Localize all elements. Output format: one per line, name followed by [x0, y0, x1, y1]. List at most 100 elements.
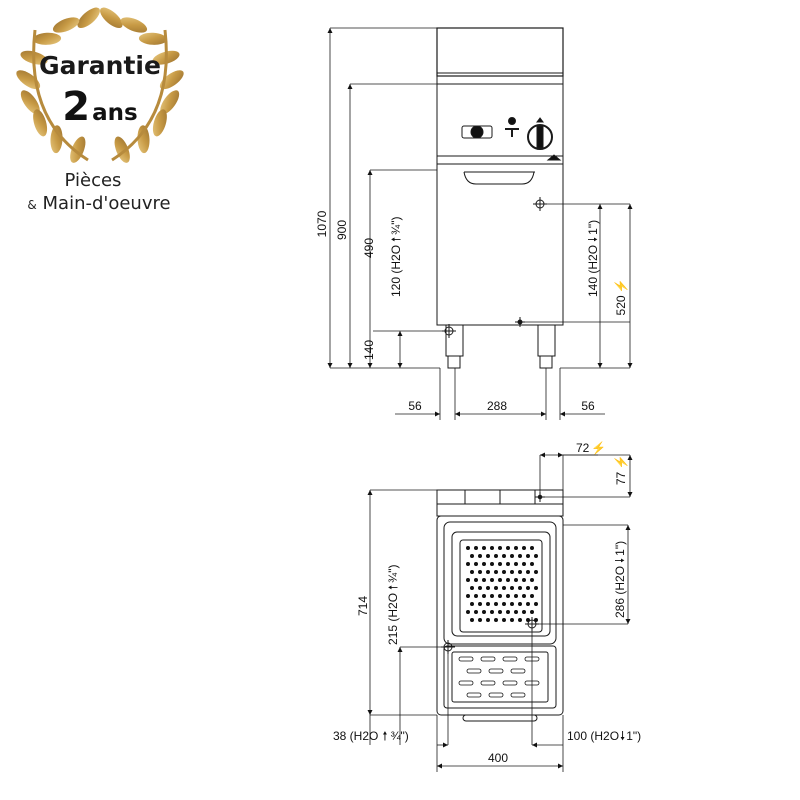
mesh-hole [494, 554, 498, 558]
dimension-arrowhead [625, 525, 631, 530]
mesh-hole [490, 578, 494, 582]
dimension-arrowhead [437, 763, 442, 769]
mesh-hole [474, 594, 478, 598]
mesh-hole [534, 586, 538, 590]
laurel-leaf [16, 70, 41, 90]
arrow-down-icon: 🠗 [586, 237, 600, 242]
dimension-arrowhead [367, 363, 373, 368]
mesh-hole [522, 578, 526, 582]
mesh-hole [486, 586, 490, 590]
dimension-arrowhead [367, 710, 373, 715]
mesh-hole [510, 570, 514, 574]
arrow-up-icon: 🠕 [386, 585, 400, 590]
mesh-hole [530, 610, 534, 614]
dimension-arrowhead [435, 411, 440, 417]
warranty-years-unit: ans [92, 100, 138, 126]
mesh-hole [522, 562, 526, 566]
mesh-hole [470, 570, 474, 574]
mesh-hole [474, 562, 478, 566]
dimension-arrowhead [347, 84, 353, 89]
mesh-hole [526, 586, 530, 590]
mesh-hole [534, 554, 538, 558]
warranty-parts-label: Pièces [64, 170, 122, 191]
mesh-hole [506, 578, 510, 582]
dim-water-outlet-x: 100 (H2O🠗1") [567, 729, 641, 743]
laurel-leaf [70, 136, 86, 163]
mesh-hole [514, 578, 518, 582]
top-water-outlet-marker [525, 617, 539, 631]
drain-slot [488, 668, 504, 674]
front-view-appliance [436, 27, 564, 369]
mesh-hole [518, 554, 522, 558]
mesh-hole [510, 586, 514, 590]
warranty-years-number: 2 [62, 84, 91, 130]
dimension-arrowhead [397, 363, 403, 368]
dim-width: 400 [488, 751, 508, 765]
mesh-hole [470, 586, 474, 590]
mesh-hole [490, 546, 494, 550]
top-water-inlet-marker [441, 640, 455, 654]
mesh-hole [498, 578, 502, 582]
lightning-icon: ⚡ [614, 279, 628, 294]
mesh-hole [506, 546, 510, 550]
mesh-hole [514, 546, 518, 550]
dim-cabinet-height: 490 [362, 238, 376, 258]
lightning-icon: ⚡ [614, 455, 628, 470]
mesh-hole [526, 554, 530, 558]
mesh-hole [530, 594, 534, 598]
mesh-hole [494, 618, 498, 622]
mesh-hole [478, 602, 482, 606]
laurel-leaf [160, 90, 180, 115]
mesh-hole [510, 618, 514, 622]
laurel-leaf [152, 109, 167, 137]
mesh-hole [474, 546, 478, 550]
laurel-leaf [100, 7, 123, 29]
dimension-arrowhead [397, 647, 403, 652]
laurel-leaf [159, 70, 184, 90]
labour-text: Main-d'oeuvre [36, 193, 171, 214]
mesh-hole [498, 546, 502, 550]
top-view-dimensions [369, 454, 631, 772]
mesh-hole [534, 602, 538, 606]
warranty-duration: 2ans [32, 84, 168, 130]
mesh-hole [466, 546, 470, 550]
mesh-hole [530, 562, 534, 566]
dimension-arrowhead [627, 363, 633, 368]
drain-slot [502, 656, 518, 662]
dimension-arrowhead [540, 452, 545, 458]
dimension-arrowhead [455, 411, 460, 417]
drain-slot [466, 668, 482, 674]
mesh-hole [466, 610, 470, 614]
mesh-hole [478, 554, 482, 558]
dim-leg-span: 288 [487, 399, 507, 413]
dim-water-outlet-height: 140 (H2O🠗1") [586, 220, 600, 297]
mesh-hole [526, 570, 530, 574]
dim-electric-height: 520⚡ [614, 279, 628, 316]
mesh-hole [494, 570, 498, 574]
laurel-leaf [52, 17, 80, 33]
laurel-leaf [77, 7, 100, 29]
dimension-arrowhead [532, 742, 537, 748]
mesh-hole [482, 578, 486, 582]
dimension-arrowhead [443, 742, 448, 748]
mesh-hole [502, 586, 506, 590]
mesh-hole [470, 602, 474, 606]
mesh-hole [474, 610, 478, 614]
dim-total-height: 1070 [315, 210, 329, 237]
mesh-hole [530, 578, 534, 582]
dim-electric-x: 72⚡ [576, 441, 606, 455]
mesh-hole [466, 594, 470, 598]
warranty-badge: Garantie 2ans Pièces & Main-d'oeuvre [0, 0, 200, 230]
laurel-leaf [50, 125, 63, 154]
dim-right-offset: 56 [581, 399, 595, 413]
mesh-hole [506, 594, 510, 598]
dimension-arrowhead [627, 492, 633, 497]
mesh-hole [470, 618, 474, 622]
water-outlet-marker [533, 197, 547, 211]
laurel-leaf [33, 32, 62, 45]
mesh-hole [522, 610, 526, 614]
mesh-hole [474, 578, 478, 582]
mesh-hole [494, 602, 498, 606]
